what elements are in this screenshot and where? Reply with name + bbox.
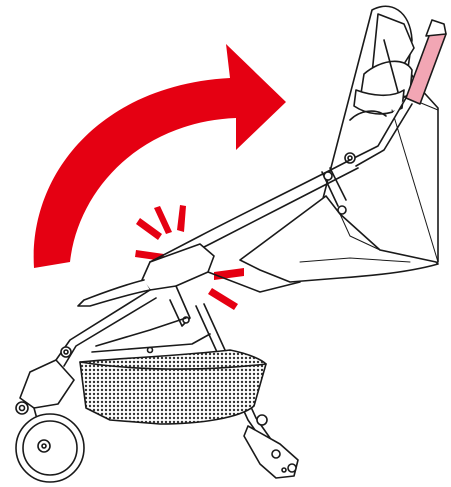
storage-basket [80, 350, 266, 424]
rear-wheel-assembly [244, 426, 298, 478]
front-wheel-assembly [16, 360, 84, 482]
bumper-bar [78, 280, 150, 306]
handle-grip [406, 20, 446, 104]
